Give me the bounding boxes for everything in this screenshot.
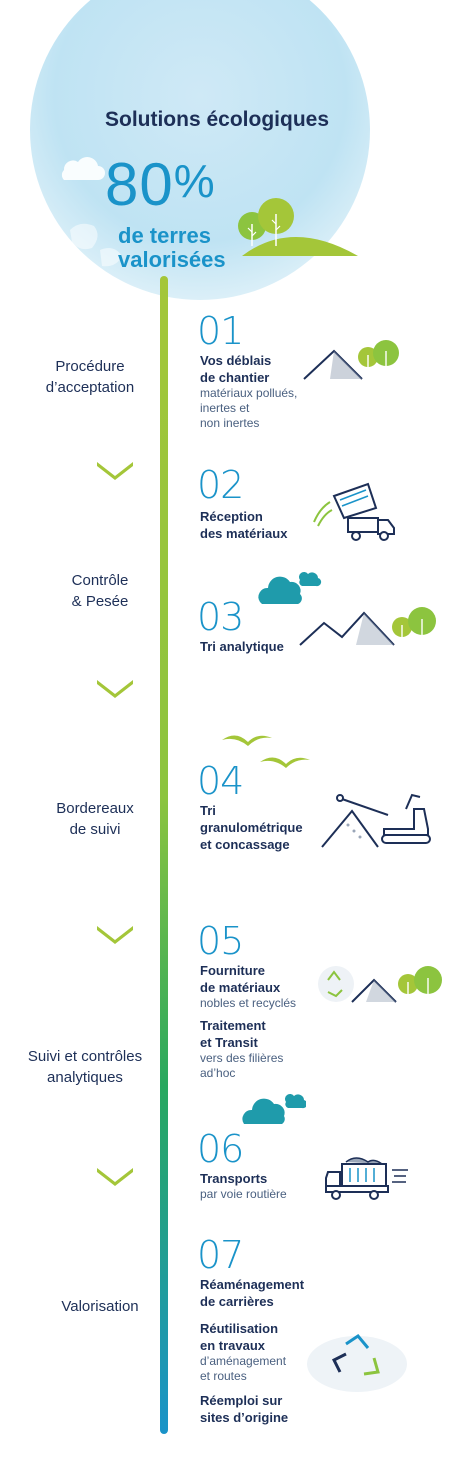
- step-subtitle: inertes et: [200, 401, 250, 415]
- timeline-bar: [160, 276, 168, 1434]
- step-subtitle: et routes: [200, 1369, 247, 1383]
- step-title: Réception: [200, 509, 263, 524]
- step-title: Traitement: [200, 1018, 266, 1033]
- recycle-icon: [307, 1334, 407, 1392]
- step-07-text: Réaménagement de carrières Réutilisation…: [200, 1276, 304, 1426]
- birds-icon: [222, 735, 310, 768]
- mountains-trees-icon: [299, 607, 436, 646]
- chevron-down-icon: [97, 1168, 133, 1186]
- cloud-icon: [242, 1094, 306, 1124]
- label-valorisation: Valorisation: [61, 1298, 139, 1315]
- step-04-text: Tri granulométrique et concassage: [200, 802, 303, 853]
- step-title: Tri: [200, 803, 216, 818]
- chevron-down-icon: [97, 680, 133, 698]
- step-number: 01: [197, 309, 244, 353]
- step-title: de chantier: [200, 370, 270, 385]
- step-title: Tri analytique: [200, 639, 284, 654]
- chevron-down-icon: [97, 462, 133, 480]
- step-number: 04: [197, 759, 244, 803]
- step-title: Fourniture: [200, 963, 265, 978]
- step-title: des matériaux: [200, 526, 288, 541]
- step-subtitle: matériaux pollués,: [200, 386, 298, 400]
- label-line: Suivi et contrôles: [27, 1048, 143, 1065]
- step-title: et concassage: [200, 837, 290, 852]
- globe-cloud-decoration: [61, 157, 122, 267]
- step-subtitle: nobles et recyclés: [200, 996, 297, 1010]
- step-title: Réemploi sur: [200, 1393, 283, 1408]
- step-title: Transports: [200, 1171, 268, 1186]
- subtitle-line-2: valorisées: [118, 247, 226, 272]
- label-suivi-controles: Suivi et contrôles analytiques: [10, 1046, 160, 1088]
- big-unit: %: [173, 155, 216, 207]
- truck-icon: [325, 1157, 408, 1200]
- step-06-text: Transports par voie routière: [200, 1170, 287, 1202]
- step-number: 07: [197, 1233, 244, 1277]
- dump-truck-icon: [313, 482, 395, 541]
- hill-trees-icon: [238, 198, 358, 256]
- step-title: de carrières: [200, 1294, 274, 1309]
- step-title: Réutilisation: [200, 1321, 279, 1336]
- step-title: Vos déblais: [200, 353, 272, 368]
- label-line: & Pesée: [71, 593, 129, 610]
- step-03-text: Tri analytique: [200, 638, 284, 655]
- chevron-down-icon: [97, 926, 133, 944]
- label-line: analytiques: [47, 1069, 123, 1086]
- step-subtitle: ad’hoc: [200, 1066, 236, 1080]
- step-title: en travaux: [200, 1338, 266, 1353]
- recycle-mountains-trees-icon: [318, 966, 442, 1003]
- label-line: Bordereaux: [56, 800, 134, 817]
- mountains-trees-icon: [303, 340, 399, 380]
- header-subtitle: de terres valorisées: [118, 224, 226, 272]
- step-title: de matériaux: [200, 980, 281, 995]
- big-percentage: 80%: [105, 150, 216, 219]
- step-01-text: Vos déblais de chantier matériaux pollué…: [200, 352, 297, 431]
- label-line: Contrôle: [71, 572, 129, 589]
- step-title: granulométrique: [200, 820, 303, 835]
- step-title: et Transit: [200, 1035, 258, 1050]
- step-number: 03: [197, 595, 244, 639]
- step-subtitle: vers des filières: [200, 1051, 284, 1065]
- label-line: d’acceptation: [45, 379, 135, 396]
- step-subtitle: par voie routière: [200, 1187, 287, 1201]
- step-number: 05: [197, 919, 244, 963]
- step-title: sites d’origine: [200, 1410, 289, 1425]
- cloud-icon: [258, 572, 322, 604]
- step-title: Réaménagement: [200, 1277, 305, 1292]
- header-title: Solutions écologiques: [104, 108, 330, 131]
- crusher-icon: [321, 793, 431, 848]
- label-procedure-acceptation: Procédure d’acceptation: [20, 356, 160, 398]
- step-subtitle: d’aménagement: [200, 1354, 287, 1368]
- step-number: 06: [197, 1127, 244, 1171]
- step-number: 02: [197, 463, 244, 507]
- label-bordereaux-suivi: Bordereaux de suivi: [30, 798, 160, 840]
- label-line: de suivi: [69, 821, 121, 838]
- big-value: 80: [105, 151, 174, 218]
- step-05-text: Fourniture de matériaux nobles et recycl…: [200, 962, 296, 1081]
- label-line: Procédure: [55, 358, 125, 375]
- label-controle-pesee: Contrôle & Pesée: [40, 570, 160, 612]
- subtitle-line-1: de terres: [118, 223, 211, 248]
- step-02-text: Réception des matériaux: [200, 508, 287, 542]
- step-subtitle: non inertes: [200, 416, 260, 430]
